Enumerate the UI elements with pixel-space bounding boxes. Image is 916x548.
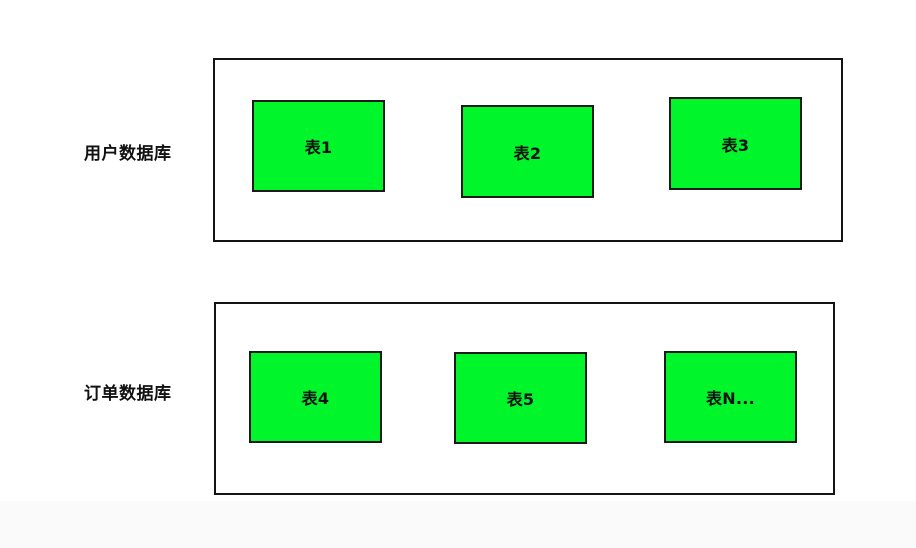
table-box-5[interactable]: 表5 <box>454 352 587 444</box>
table-box-label: 表5 <box>506 390 535 409</box>
database-group-label-order: 订单数据库 <box>84 384 172 404</box>
table-box-1[interactable]: 表1 <box>252 100 385 192</box>
table-box-label: 表2 <box>513 143 542 163</box>
table-box-4[interactable]: 表4 <box>249 351 382 443</box>
table-box-n[interactable]: 表N... <box>664 351 797 443</box>
database-group-label-user: 用户数据库 <box>84 144 172 164</box>
table-box-2[interactable]: 表2 <box>461 105 594 198</box>
table-box-3[interactable]: 表3 <box>669 97 802 190</box>
table-box-label: 表4 <box>301 389 330 408</box>
table-box-label: 表3 <box>721 135 750 155</box>
table-box-label: 表1 <box>304 138 333 157</box>
table-box-label: 表N... <box>705 389 756 408</box>
footer-band <box>0 501 916 548</box>
